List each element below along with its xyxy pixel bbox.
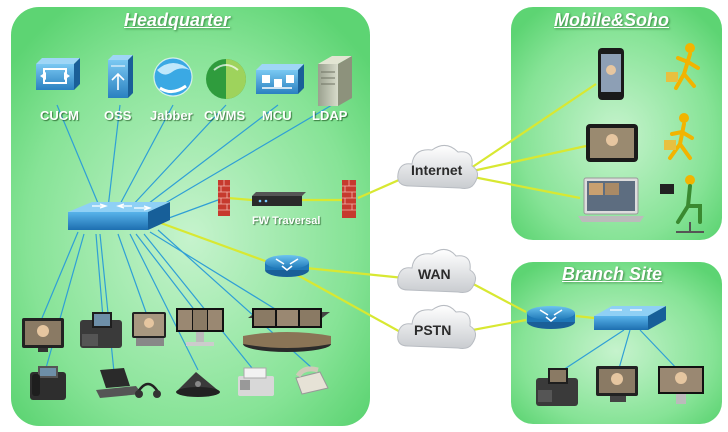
branch-router-icon	[527, 306, 575, 329]
telepresence-sx-icon	[176, 308, 224, 346]
cwms-icon	[206, 59, 246, 99]
mobile-worker-running-icon	[666, 43, 700, 90]
hq-router-icon	[265, 255, 309, 277]
soho-laptop-icon	[578, 177, 644, 222]
oss-label: OSS	[104, 108, 132, 123]
telepresence-immersive-icon	[243, 308, 331, 352]
wan-links	[157, 83, 597, 335]
branch-switch-icon	[594, 306, 666, 330]
ldap-server-icon	[318, 56, 352, 106]
wan-cloud-icon	[397, 249, 476, 293]
pstn-cloud-icon	[397, 305, 476, 349]
ldap-label: LDAP	[312, 108, 348, 123]
internet-cloud-label: Internet	[411, 162, 463, 178]
fax-machine-icon	[238, 367, 274, 396]
mcu-label: MCU	[262, 108, 292, 123]
analog-phone-icon	[295, 366, 329, 395]
pstn-cloud-label: PSTN	[414, 322, 452, 338]
home-worker-icon	[660, 175, 704, 233]
cucm-label: CUCM	[40, 108, 79, 123]
wan-cloud-label: WAN	[418, 266, 451, 282]
branch-video-endpoint-icon	[596, 366, 638, 402]
mobile-worker-walking-icon	[664, 113, 694, 160]
mobile-soho-zone	[511, 7, 722, 240]
mcu-icon	[256, 64, 304, 94]
laptop-icon	[96, 368, 142, 398]
firewall-right-icon	[342, 180, 356, 218]
firewall-left-icon	[218, 180, 230, 216]
cwms-label: CWMS	[204, 108, 246, 123]
cucm-server-icon	[36, 58, 80, 90]
fw-traversal-appliance-icon	[252, 192, 306, 206]
smartphone-icon	[598, 48, 624, 100]
internet-cloud-icon	[397, 145, 478, 189]
video-endpoint-ex90-icon	[132, 312, 166, 346]
jabber-label: Jabber	[150, 108, 193, 123]
oss-server-icon	[108, 55, 133, 98]
branch-site-zone-title: Branch Site	[562, 264, 663, 284]
mobile-soho-zone-title: Mobile&Soho	[554, 10, 669, 30]
branch-video-phone-icon	[536, 368, 578, 406]
tablet-icon	[586, 124, 638, 162]
fw-traversal-label: FW Traversal	[252, 215, 321, 227]
hq-core-switch-icon	[68, 202, 170, 230]
video-endpoint-ex60-icon	[22, 318, 64, 352]
headset-icon	[135, 382, 161, 398]
jabber-icon	[153, 57, 193, 97]
branch-telepresence-icon	[658, 366, 704, 404]
ip-phone-icon	[30, 366, 66, 400]
video-phone-9971-icon	[80, 312, 122, 348]
conference-phone-icon	[176, 372, 220, 397]
headquarter-zone-title: Headquarter	[124, 10, 231, 30]
